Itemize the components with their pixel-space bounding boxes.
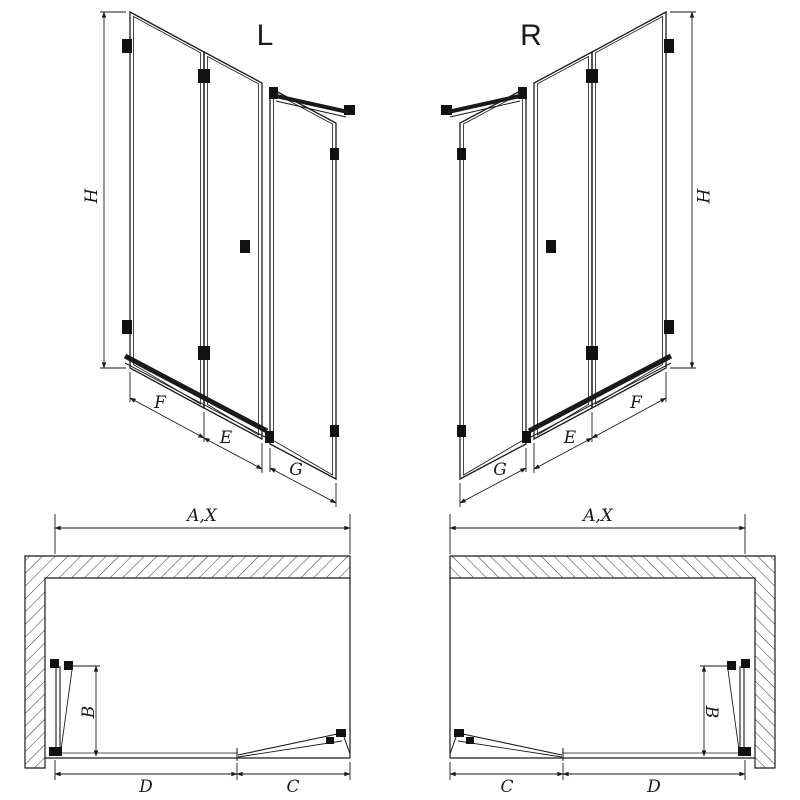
right-variant-label: R (520, 19, 542, 52)
right-door-width-label: F (629, 393, 643, 413)
right-3d-view: R H F E G (441, 12, 712, 507)
left-side-width-label: G (289, 460, 303, 480)
right-plan-geometry (450, 514, 775, 780)
left-plan-geometry (25, 514, 350, 780)
right-plan-fold-label: C (500, 777, 513, 797)
left-plan-view: A,X B D C (25, 506, 350, 797)
left-variant-label: L (257, 19, 274, 52)
left-plan-width-label: A,X (185, 506, 218, 526)
right-middle-width-label: E (563, 428, 577, 448)
left-plan-depth-label: B (79, 706, 99, 720)
left-3d-view: L H F E G (82, 12, 355, 507)
right-plan-door-label: D (646, 777, 661, 797)
left-plan-fold-label: C (286, 777, 299, 797)
left-door-width-label: F (153, 393, 167, 413)
right-plan-depth-label: B (701, 705, 721, 719)
left-middle-width-label: E (219, 428, 233, 448)
right-plan-width-label: A,X (581, 506, 614, 526)
left-height-label: H (82, 187, 102, 204)
right-height-label: H (692, 188, 712, 205)
right-plan-view: A,X B C D (450, 506, 775, 797)
right-side-width-label: G (493, 460, 507, 480)
left-plan-door-label: D (138, 777, 153, 797)
